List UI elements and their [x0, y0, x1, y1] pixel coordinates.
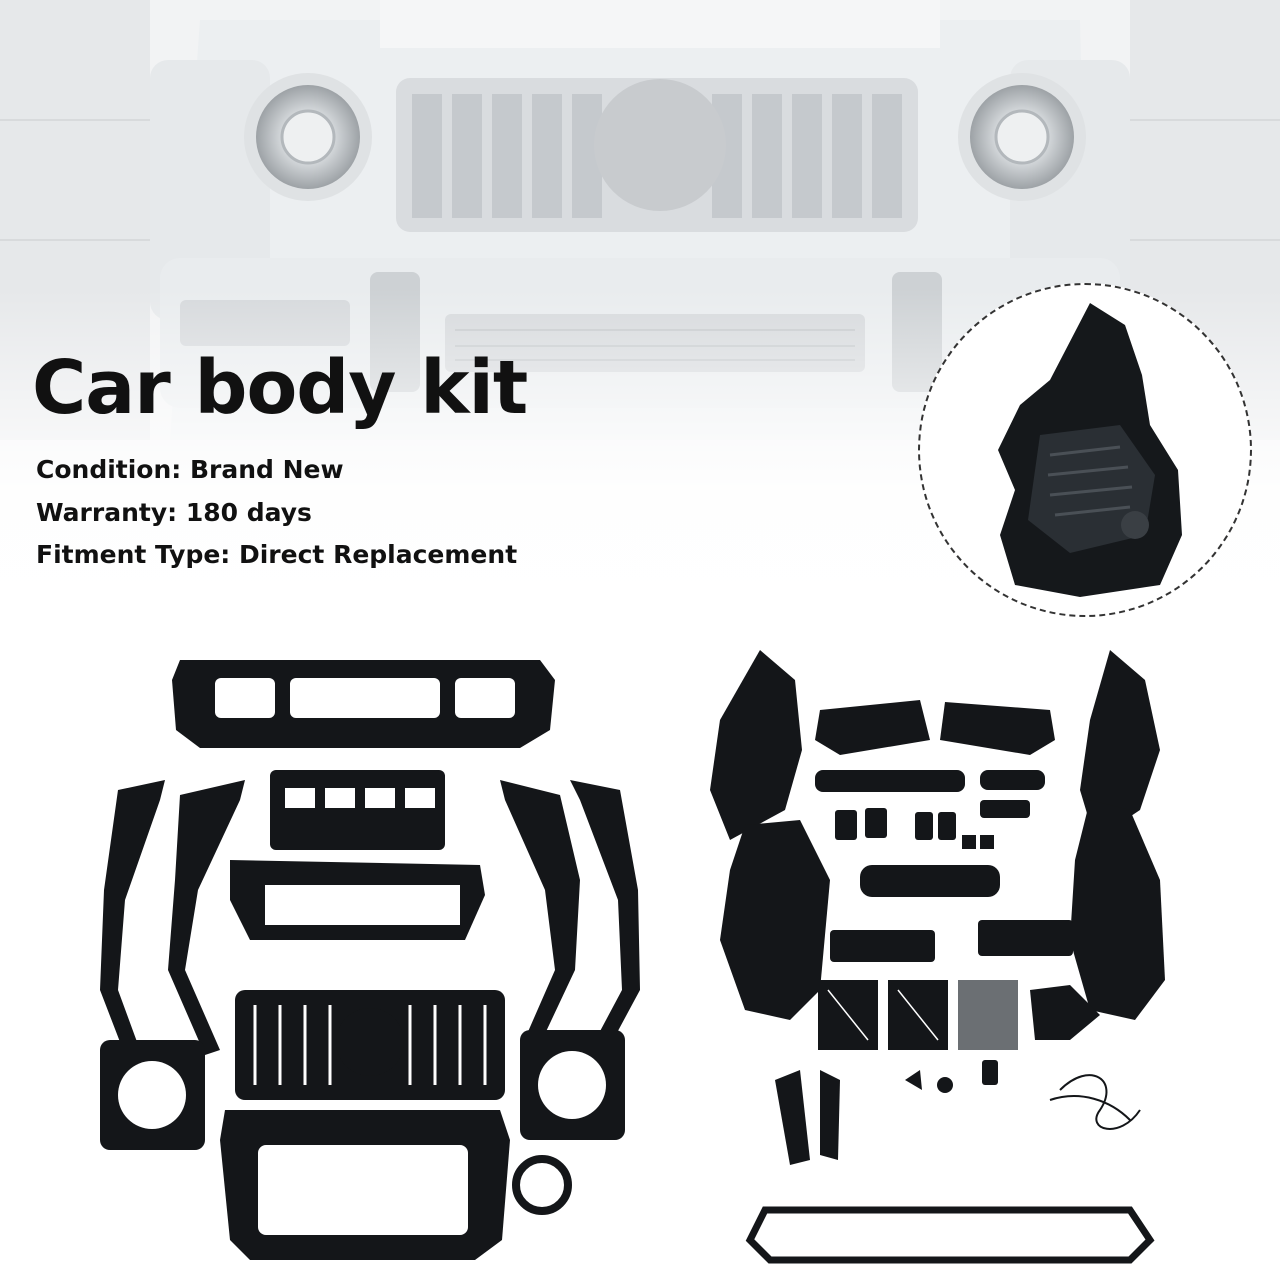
detail-inset — [918, 283, 1252, 617]
body-kit-parts-left — [100, 660, 640, 1260]
liner-upper-left — [710, 650, 802, 840]
liner-lower-left — [720, 820, 830, 1020]
bracket-tow-right — [820, 1070, 840, 1160]
spec-fitment-type: Fitment Type: Direct Replacement — [36, 540, 518, 569]
emblem-ring — [512, 1155, 572, 1215]
fender-liner-closeup — [998, 303, 1182, 597]
spec-warranty: Warranty: 180 days — [36, 498, 312, 527]
fender-flare-4 — [570, 780, 640, 1055]
bracket-plate-right — [978, 920, 1073, 956]
trim-strip-short — [980, 770, 1045, 790]
bracket-tow-left — [775, 1070, 810, 1165]
air-intake — [270, 770, 445, 850]
vent-mesh-left — [815, 700, 930, 755]
fender-flare-3 — [500, 780, 580, 1055]
fender-flare-1 — [100, 780, 165, 1055]
car-front-photo — [0, 0, 1280, 640]
vent-mesh-right — [940, 702, 1055, 755]
lower-grille — [860, 865, 1000, 897]
wiring-harness — [1049, 1074, 1141, 1130]
spec-condition: Condition: Brand New — [36, 455, 344, 484]
liner-lower-right — [1070, 800, 1165, 1020]
support-rod — [745, 1206, 1155, 1264]
bracket-plate-left — [830, 930, 935, 962]
liner-upper-right — [1080, 650, 1160, 840]
fender-flare-2 — [168, 780, 245, 1055]
vent-cover — [1030, 985, 1100, 1040]
mesh-panel-3 — [958, 980, 1018, 1050]
trim-strip-long — [815, 770, 965, 792]
page-title: Car body kit — [32, 345, 528, 431]
body-kit-parts-right — [710, 650, 1165, 1264]
